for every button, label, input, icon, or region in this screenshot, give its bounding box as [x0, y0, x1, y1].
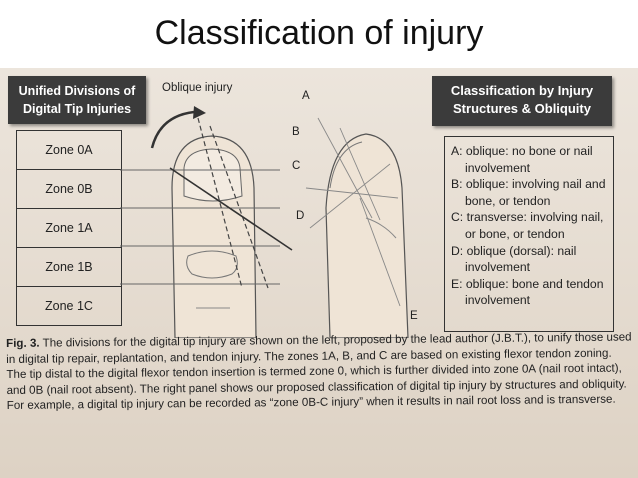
finger-diagram: [120, 106, 409, 338]
zone-row: Zone 0B: [17, 170, 121, 209]
injury-letter-e: E: [410, 310, 418, 322]
classification-item: B: oblique: involving nail and bone, or …: [451, 177, 606, 208]
classification-item: C: transverse: involving nail, or bone, …: [451, 210, 604, 241]
slide-title: Classification of injury: [154, 14, 484, 52]
right-panel-title: Classification by Injury Structures & Ob…: [432, 76, 612, 126]
zone-row: Zone 1B: [17, 248, 121, 287]
left-panel-title-line1: Unified Divisions of: [18, 84, 136, 98]
arrowhead-icon: [193, 106, 206, 119]
zone-row: Zone 1A: [17, 209, 121, 248]
textbook-figure-photo: Unified Divisions of Digital Tip Injurie…: [0, 68, 638, 478]
injury-letter-c: C: [292, 160, 301, 172]
classification-item: D: oblique (dorsal): nail involvement: [451, 243, 577, 275]
figure-label: Fig. 3.: [6, 336, 40, 350]
classification-list: A: oblique: no bone or nail involvement …: [444, 136, 614, 332]
left-panel-title-line2: Digital Tip Injuries: [22, 102, 132, 116]
oblique-injury-label: Oblique injury: [162, 82, 233, 94]
classification-item: A: oblique: no bone or nail involvement: [451, 144, 593, 175]
injury-letter-d: D: [296, 210, 305, 222]
zone-row: Zone 1C: [17, 287, 121, 326]
right-panel-title-line1: Classification by Injury: [450, 83, 594, 98]
caption-text: The divisions for the digital tip injury…: [6, 330, 632, 413]
figure-caption: Fig. 3. The divisions for the digital ti…: [6, 329, 633, 414]
injury-letter-a: A: [302, 90, 310, 102]
right-panel-title-line2: Structures & Obliquity: [453, 101, 591, 116]
oblique-arrow-icon: [150, 110, 195, 149]
joint-icon: [186, 250, 238, 279]
injury-letter-b: B: [292, 126, 300, 138]
zone-row: Zone 0A: [17, 131, 121, 170]
classification-item: E: oblique: bone and tendon involvement: [451, 276, 604, 308]
left-panel-title: Unified Divisions of Digital Tip Injurie…: [8, 76, 146, 124]
zone-table: Zone 0A Zone 0B Zone 1A Zone 1B Zone 1C: [16, 130, 122, 326]
finger-lateral-icon: [325, 133, 409, 338]
